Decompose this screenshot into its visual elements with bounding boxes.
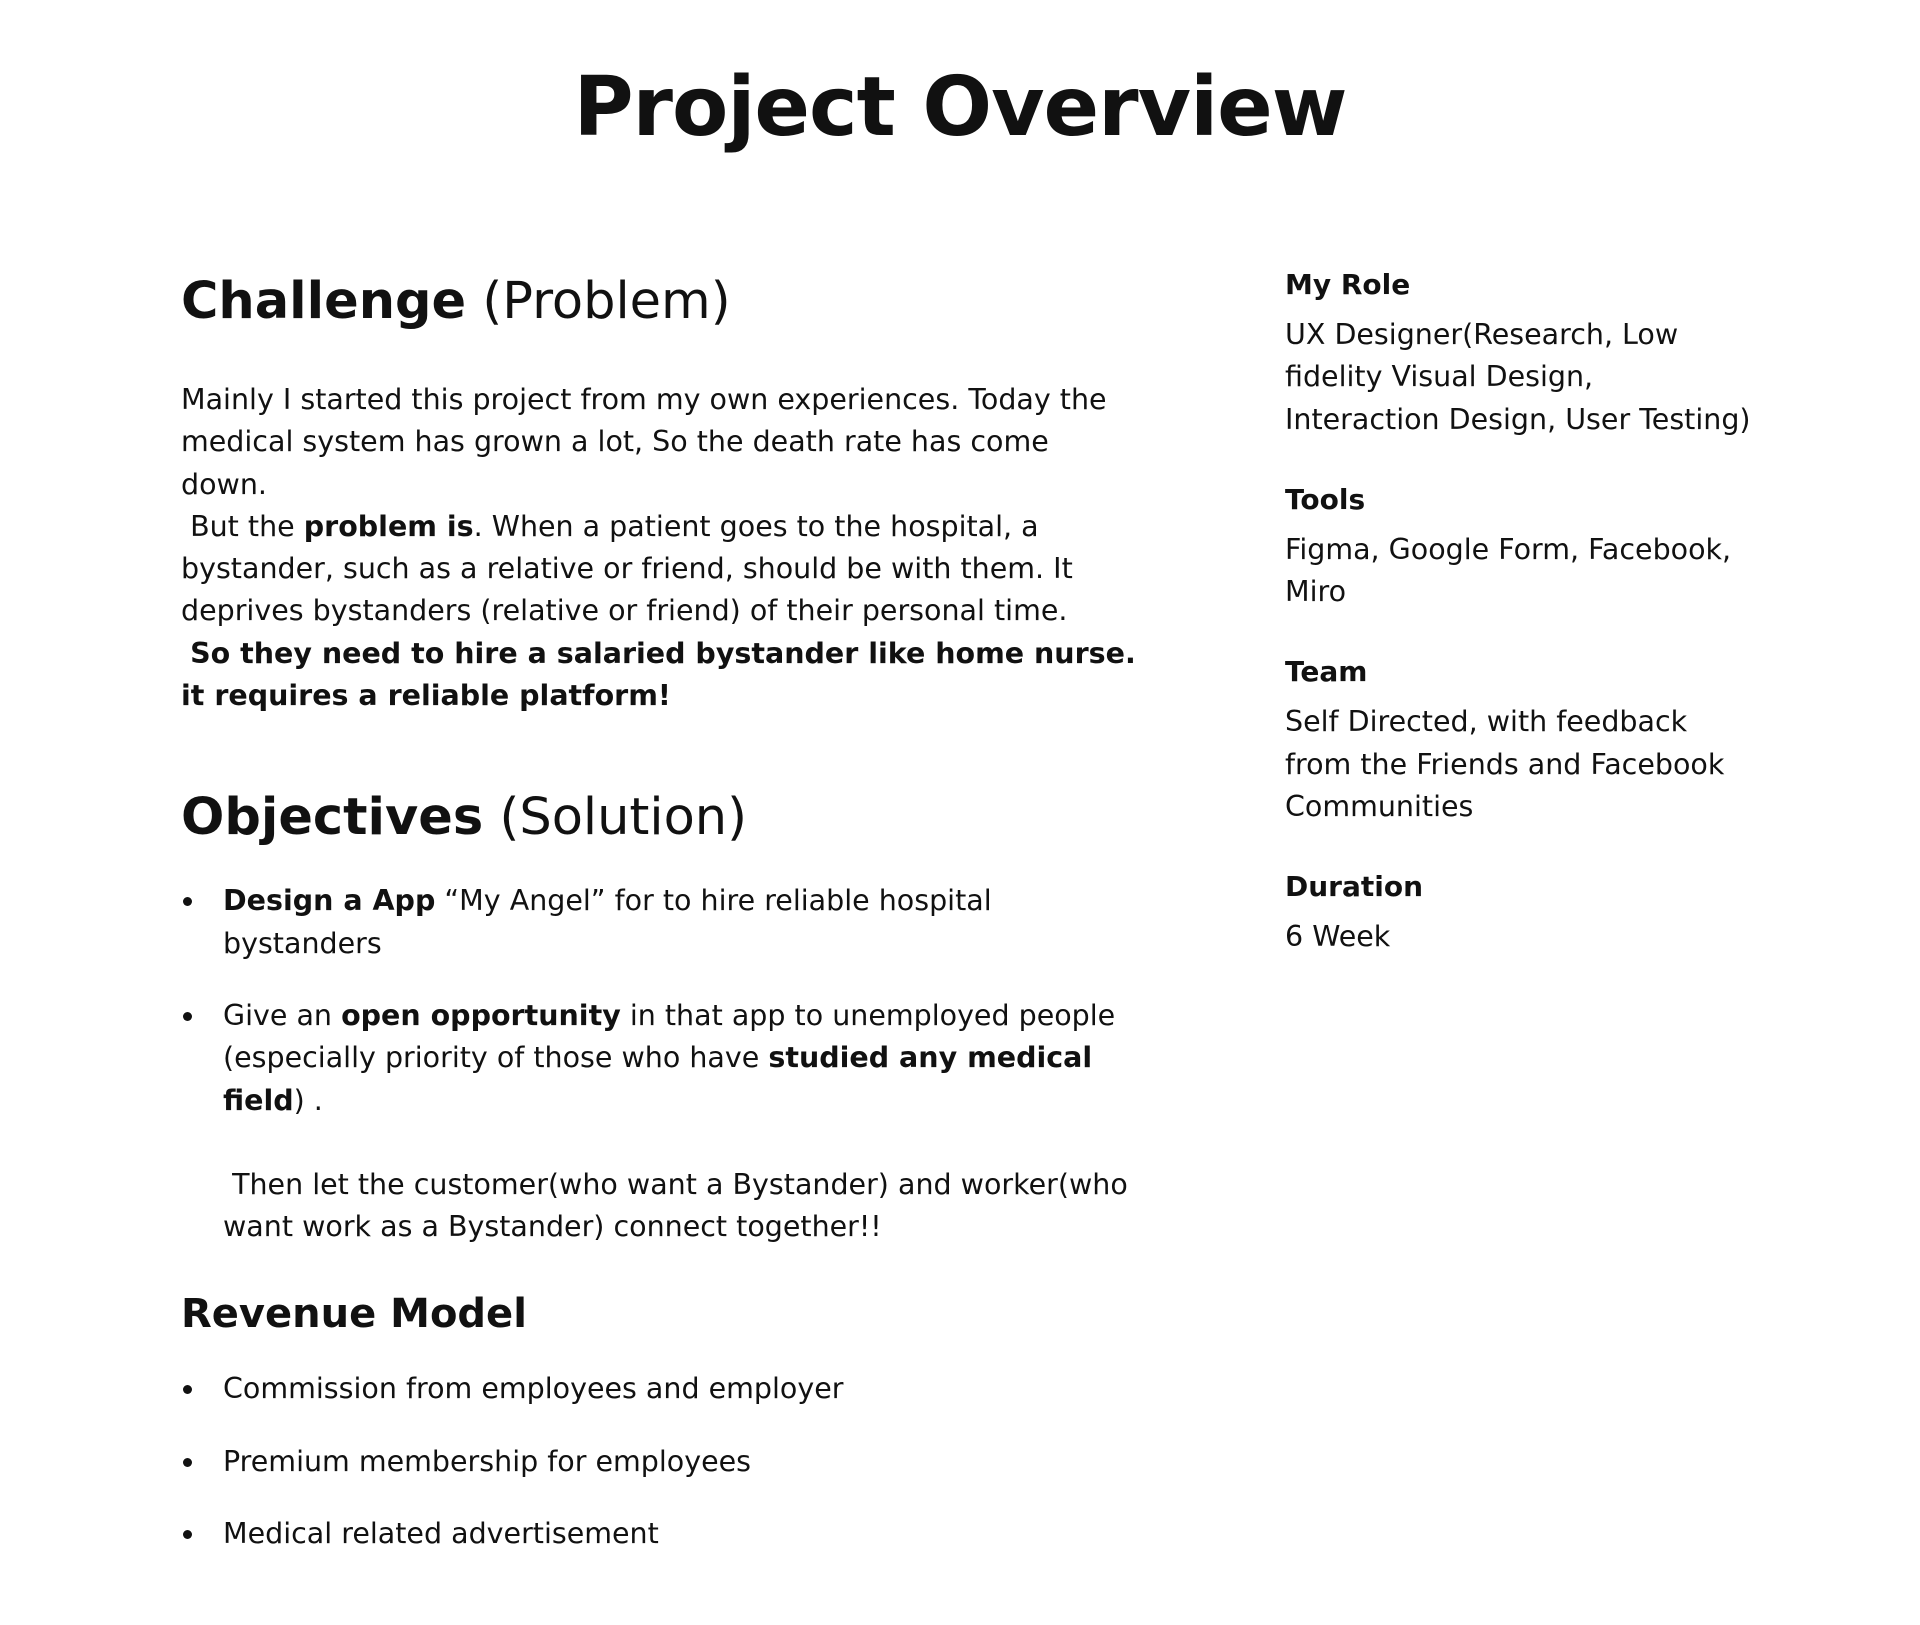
objective-2-post: ) .	[293, 1083, 323, 1117]
bullet-icon	[183, 897, 192, 907]
role-block: My Role UX Designer(Research, Low fideli…	[1285, 266, 1755, 441]
revenue-list: Commission from employees and employer P…	[181, 1368, 1141, 1555]
objective-2-pre: Give an	[223, 998, 332, 1032]
objective-1-bold: Design a App	[223, 884, 436, 918]
challenge-heading-light: (Problem)	[482, 272, 731, 331]
duration-label: Duration	[1285, 870, 1424, 904]
role-label: My Role	[1285, 268, 1411, 301]
revenue-heading: Revenue Model	[181, 1291, 527, 1338]
team-value: Self Directed, with feedback from the Fr…	[1285, 705, 1725, 824]
revenue-item: Medical related advertisement	[181, 1513, 1141, 1555]
challenge-heading-strong: Challenge	[181, 272, 467, 331]
challenge-text-2-bold: problem is	[303, 509, 474, 543]
revenue-item-text: Commission from employees and employer	[223, 1372, 844, 1406]
sidebar: My Role UX Designer(Research, Low fideli…	[1285, 266, 1755, 999]
duration-value: 6 Week	[1285, 920, 1391, 954]
objective-2-mid: in that app to unemployed people (especi…	[223, 998, 1116, 1075]
team-block: Team Self Directed, with feedback from t…	[1285, 653, 1755, 828]
page-title: Project Overview	[573, 60, 1347, 155]
objective-2-bold-2: studied any medical field	[223, 1041, 1093, 1117]
objective-item: Design a App “My Angel” for to hire reli…	[181, 880, 1141, 965]
revenue-item: Commission from employees and employer	[181, 1368, 1141, 1410]
revenue-item-text: Premium membership for employees	[223, 1444, 752, 1478]
objective-1-text: “My Angel” for to hire reliable hospital…	[223, 884, 992, 960]
challenge-paragraph: Mainly I started this project from my ow…	[181, 379, 1141, 717]
objective-2-para-2: Then let the customer(who want a Bystand…	[223, 1167, 1128, 1244]
tools-value: Figma, Google Form, Facebook, Miro	[1285, 532, 1732, 609]
challenge-text-2-pre: But the	[190, 509, 295, 543]
team-label: Team	[1285, 655, 1368, 689]
challenge-text-1: Mainly I started this project from my ow…	[181, 383, 1107, 501]
objectives-heading: Objectives (Solution)	[181, 786, 1141, 850]
bullet-icon	[183, 1385, 192, 1395]
role-value: UX Designer(Research, Low fidelity Visua…	[1285, 318, 1751, 436]
revenue-item-text: Medical related advertisement	[223, 1517, 659, 1551]
tools-block: Tools Figma, Google Form, Facebook, Miro	[1285, 481, 1755, 614]
objective-item: Give an open opportunity in that app to …	[181, 995, 1141, 1248]
objective-2-bold-1: open opportunity	[341, 998, 621, 1032]
main-content: Challenge (Problem) Mainly I started thi…	[181, 270, 1141, 1585]
objectives-heading-light: (Solution)	[499, 788, 747, 848]
bullet-icon	[183, 1530, 192, 1540]
challenge-text-2-post: . When a patient goes to the hospital, a…	[181, 509, 1073, 628]
duration-block: Duration 6 Week	[1285, 868, 1755, 958]
bullet-icon	[183, 1457, 192, 1467]
objectives-heading-strong: Objectives	[181, 788, 484, 848]
challenge-text-3-bold: So they need to hire a salaried bystande…	[181, 636, 1136, 713]
tools-label: Tools	[1285, 482, 1366, 516]
revenue-item: Premium membership for employees	[181, 1441, 1141, 1483]
challenge-heading: Challenge (Problem)	[181, 270, 1141, 334]
objectives-list: Design a App “My Angel” for to hire reli…	[181, 880, 1141, 1248]
bullet-icon	[183, 1011, 192, 1021]
